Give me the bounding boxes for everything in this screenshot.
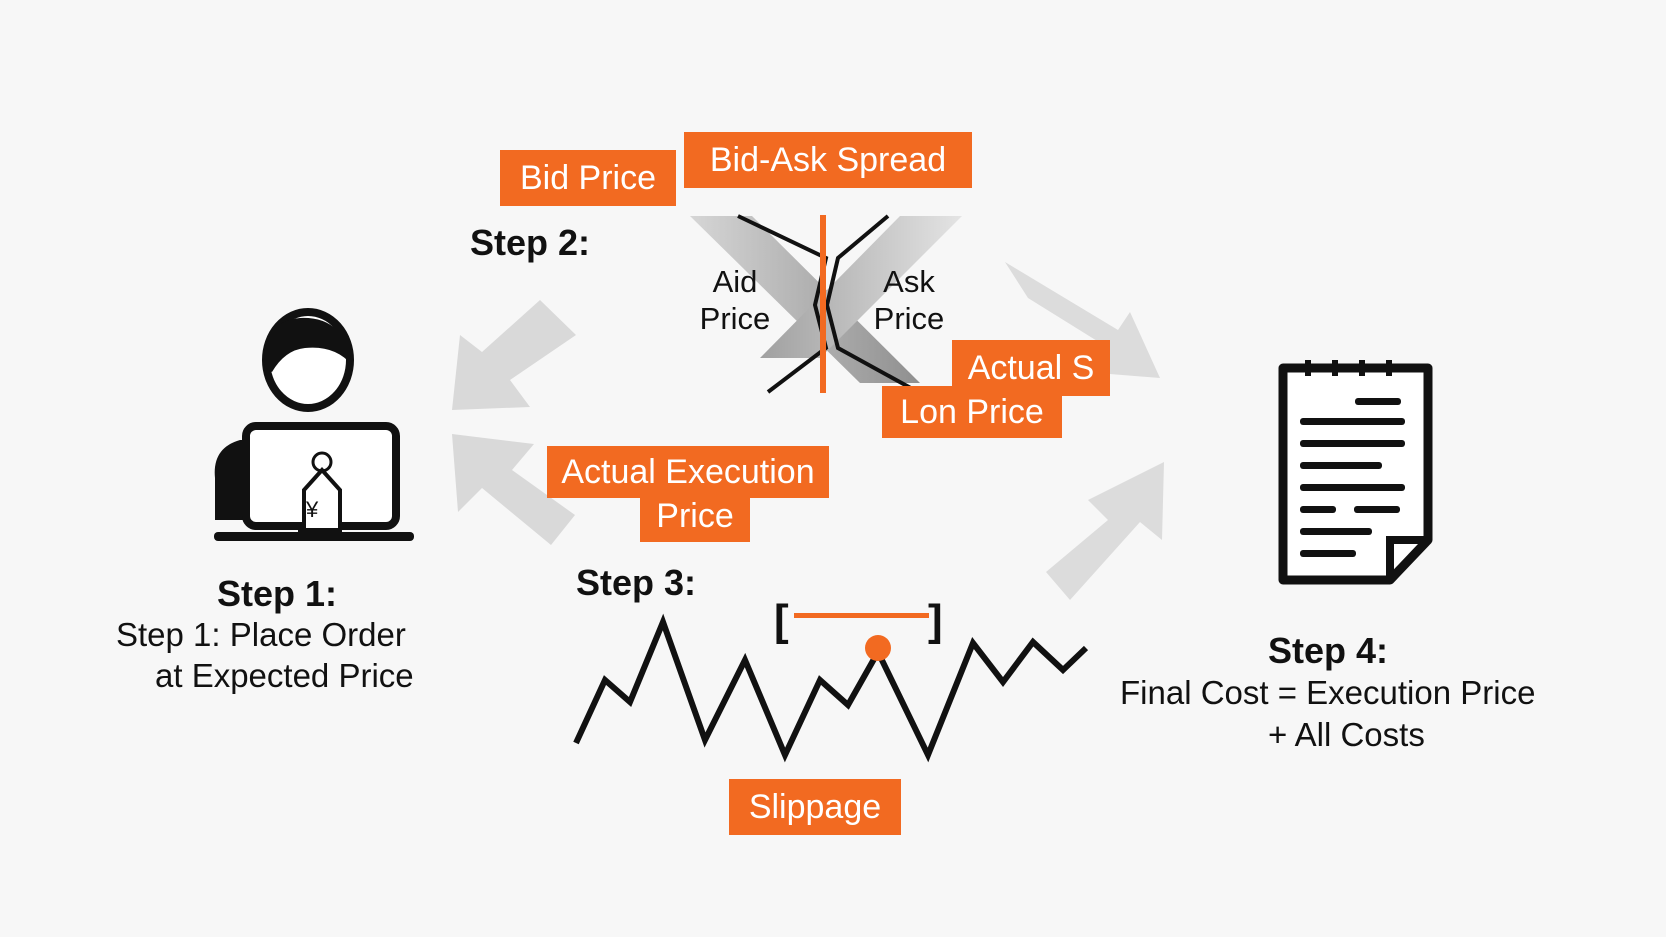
bid-ask-spread-label: Bid-Ask Spread	[684, 132, 972, 188]
arrow-step2-to-step4	[1005, 262, 1160, 378]
step1-caption-line2: at Expected Price	[155, 657, 414, 694]
bid-price-label: Bid Price	[500, 150, 676, 206]
step1-caption-line1: Step 1: Place Order	[116, 616, 406, 653]
actual-execution-price-label-line1: Actual Execution	[547, 446, 829, 498]
step4-caption-line1: Final Cost = Execution Price	[1120, 674, 1536, 711]
trader-at-computer-icon	[214, 308, 414, 541]
slippage-bracket-right: ]	[928, 596, 943, 645]
ask-price-text: Ask Price	[864, 263, 954, 337]
slippage-bracket-left: [	[774, 596, 789, 645]
price-line-icon	[573, 613, 1089, 763]
step3-title: Step 3:	[576, 562, 697, 603]
spread-chevron-icon	[690, 214, 962, 394]
actual-spread-label-line2: Lon Price	[882, 386, 1062, 438]
arrow-step3-to-step1	[452, 434, 575, 545]
price-tag-symbol: ¥	[306, 497, 319, 522]
step1-title: Step 1:	[217, 573, 338, 614]
price-tag-icon	[302, 451, 342, 532]
aid-price-text: Aid Price	[690, 263, 780, 337]
arrow-step3-to-step4	[1046, 462, 1164, 600]
aid-price-line2: Price	[699, 301, 771, 336]
step2-title: Step 2:	[470, 222, 591, 263]
aid-price-line1: Aid	[712, 264, 758, 299]
actual-execution-price-label-line2: Price	[640, 490, 750, 542]
ask-price-line1: Ask	[883, 264, 935, 299]
ask-price-line2: Price	[873, 301, 945, 336]
step4-title: Step 4:	[1268, 630, 1389, 671]
slippage-label: Slippage	[729, 779, 901, 835]
step4-caption-line2: + All Costs	[1268, 716, 1425, 753]
arrow-step2-to-step1	[452, 300, 576, 410]
document-icon	[1278, 360, 1433, 585]
